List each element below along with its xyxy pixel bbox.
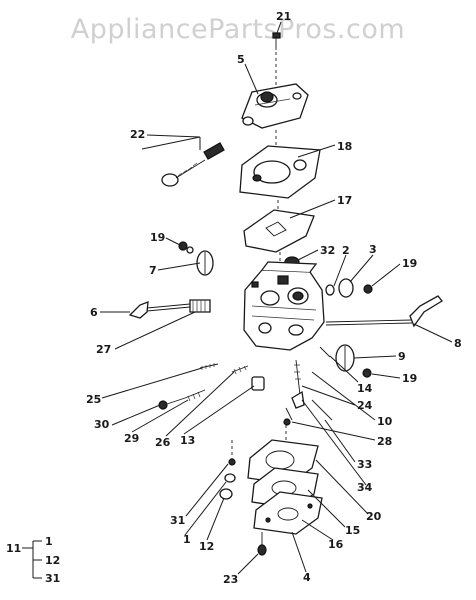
callout-28: 28 <box>377 435 392 448</box>
kit-legend-item-31: 31 <box>45 572 60 585</box>
callout-26: 26 <box>155 436 171 449</box>
callout-25: 25 <box>86 393 101 406</box>
part-8-throttle-lever <box>325 295 443 328</box>
callout-33: 33 <box>357 458 372 471</box>
part-13-plug <box>251 376 265 391</box>
part-26-spring <box>231 365 249 375</box>
callout-31: 31 <box>170 514 185 527</box>
part-19-screw-lower <box>362 368 372 378</box>
callout-7: 7 <box>149 264 157 277</box>
part-16-cover <box>253 491 323 535</box>
callout-2: 2 <box>342 244 350 257</box>
part-33-pin <box>311 399 333 421</box>
callout-34: 34 <box>357 481 373 494</box>
leader-lines <box>100 21 453 575</box>
kit-legend-item-12: 12 <box>45 554 60 567</box>
callout-20: 20 <box>366 510 382 523</box>
callout-14: 14 <box>357 382 373 395</box>
part-2-3-19-right <box>325 278 373 298</box>
callout-17: 17 <box>337 194 352 207</box>
callout-1: 1 <box>183 533 191 546</box>
part-9-choke-plate <box>335 344 355 372</box>
part-5-pump-cover <box>241 83 309 129</box>
part-19-screw <box>178 241 194 254</box>
callout-19-lower-right: 19 <box>402 372 417 385</box>
part-25-spring <box>199 363 219 370</box>
callout-29: 29 <box>124 432 139 445</box>
callout-8: 8 <box>454 337 462 350</box>
callout-4: 4 <box>303 571 311 584</box>
part-22-screw-spring <box>161 142 225 187</box>
callout-19-upper-left: 19 <box>150 231 165 244</box>
part-6-choke-lever <box>128 301 191 319</box>
callout-22: 22 <box>130 128 145 141</box>
part-30-screw <box>158 397 186 410</box>
callout-23: 23 <box>223 573 238 586</box>
callout-3: 3 <box>369 243 377 256</box>
callout-15: 15 <box>345 524 360 537</box>
callout-9: 9 <box>398 350 406 363</box>
part-29-spring <box>184 389 206 402</box>
callout-32: 32 <box>320 244 335 257</box>
kit-legend-parent: 11 <box>6 542 21 555</box>
callout-12: 12 <box>199 540 214 553</box>
part-14-24-pins <box>294 346 331 396</box>
part-21-screw <box>272 32 281 50</box>
callout-18: 18 <box>337 140 352 153</box>
kit-legend: 11 1 12 31 <box>6 535 60 585</box>
part-34-needle-lever <box>291 390 305 409</box>
part-31-1-valve <box>219 440 236 500</box>
callout-13: 13 <box>180 434 195 447</box>
callout-10: 10 <box>377 415 393 428</box>
part-28-needle <box>283 407 293 426</box>
part-27-spring <box>189 299 211 313</box>
part-18-gasket <box>239 145 321 199</box>
carburetor-body <box>243 261 325 351</box>
assembly-guide-lines <box>275 52 287 440</box>
kit-legend-item-1: 1 <box>45 535 53 548</box>
part-23-screw <box>257 532 267 556</box>
callout-24: 24 <box>357 399 373 412</box>
callout-27: 27 <box>96 343 111 356</box>
callout-30: 30 <box>94 418 110 431</box>
callout-16: 16 <box>328 538 344 551</box>
callout-6: 6 <box>90 306 98 319</box>
callout-19-upper-right: 19 <box>402 257 417 270</box>
callout-labels: 21 5 22 18 17 19 32 2 3 19 7 6 8 27 9 19… <box>86 10 462 586</box>
callout-5: 5 <box>237 53 245 66</box>
part-17-diaphragm <box>243 209 315 253</box>
callout-21: 21 <box>276 10 291 23</box>
